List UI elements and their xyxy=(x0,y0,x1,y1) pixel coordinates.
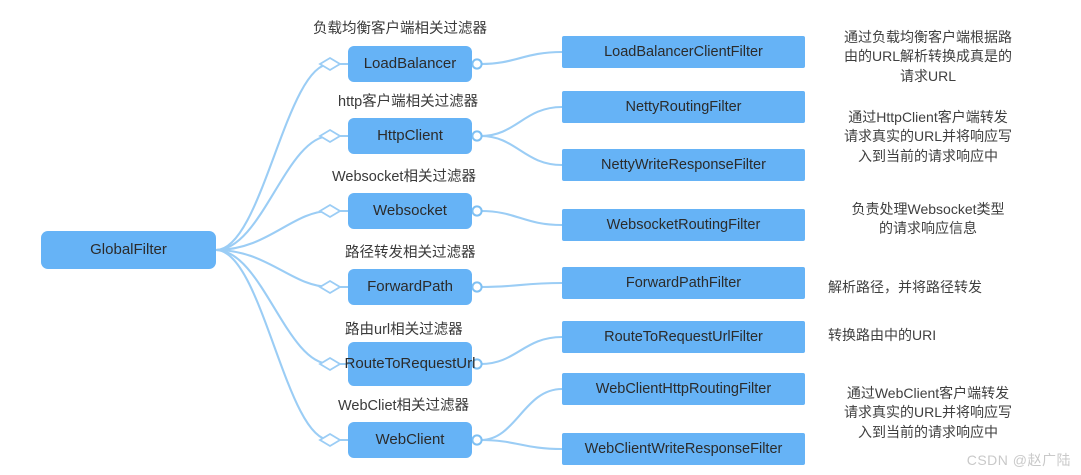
annotation-line: 转换路由中的URI xyxy=(828,327,937,343)
csdn-watermark: CSDN @赵广陆 xyxy=(966,452,1071,468)
annotation-webclient: 通过WebClient客户端转发 请求真实的URL并将响应写 入到当前的请求响应… xyxy=(828,384,1028,442)
branch-caption-loadbalancer: 负载均衡客户端相关过滤器 xyxy=(313,17,487,38)
annotation-line: 通过WebClient客户端转发 xyxy=(846,385,1010,401)
filter-node-forwardpathfilter[interactable]: ForwardPathFilter xyxy=(562,267,805,299)
branch-node-httpclient[interactable]: HttpClient xyxy=(348,118,472,154)
filter-node-label: NettyRoutingFilter xyxy=(625,98,742,115)
filter-node-label: WebClientWriteResponseFilter xyxy=(584,440,783,457)
annotation-line: 通过负载均衡客户端根据路 xyxy=(844,29,1012,45)
root-node-label: GlobalFilter xyxy=(90,241,167,259)
annotation-line: 入到当前的请求响应中 xyxy=(858,147,998,164)
filter-node-loadbalancerclientfilter[interactable]: LoadBalancerClientFilter xyxy=(562,36,805,68)
annotation-line: 请求URL xyxy=(899,67,956,84)
caption-text: 负载均衡客户端相关过滤器 xyxy=(313,21,487,37)
branch-caption-httpclient: http客户端相关过滤器 xyxy=(338,90,478,111)
filter-node-routetorequesturlfilter[interactable]: RouteToRequestUrlFilter xyxy=(562,321,805,353)
branch-node-webclient[interactable]: WebClient xyxy=(348,422,472,458)
filter-node-label: NettyWriteResponseFilter xyxy=(601,156,766,173)
annotation-httpclient: 通过HttpClient客户端转发 请求真实的URL并将响应写 入到当前的请求响… xyxy=(828,108,1028,166)
root-node-globalfilter[interactable]: GlobalFilter xyxy=(41,231,216,269)
branch-node-routetorequesturl[interactable]: RouteToRequestUrl xyxy=(345,342,475,386)
branch-node-label: HttpClient xyxy=(377,127,443,145)
filter-node-webclienthttproutingfilter[interactable]: WebClientHttpRoutingFilter xyxy=(562,373,805,405)
branch-caption-webclient: WebCliet相关过滤器 xyxy=(338,394,469,415)
filter-node-label: RouteToRequestUrlFilter xyxy=(604,328,763,345)
annotation-line: 负责处理Websocket类型 xyxy=(851,201,1005,217)
filter-node-webclientwriteresponsefilter[interactable]: WebClientWriteResponseFilter xyxy=(562,433,805,465)
caption-text: Websocket相关过滤器 xyxy=(332,169,476,185)
annotation-line: 请求真实的URL并将响应写 xyxy=(843,128,1012,145)
annotation-line: 请求真实的URL并将响应写 xyxy=(843,404,1012,421)
branch-caption-forwardpath: 路径转发相关过滤器 xyxy=(345,241,476,262)
branch-node-label: RouteToRequestUrl xyxy=(344,355,476,373)
filter-node-websocketroutingfilter[interactable]: WebsocketRoutingFilter xyxy=(562,209,805,241)
caption-text: WebCliet相关过滤器 xyxy=(338,398,470,414)
branch-caption-websocket: Websocket相关过滤器 xyxy=(332,165,476,186)
caption-text: http客户端相关过滤器 xyxy=(338,94,479,110)
annotation-forwardpath: 解析路径，并将路径转发 xyxy=(828,278,1028,297)
filter-node-label: WebClientHttpRoutingFilter xyxy=(595,380,772,397)
annotation-line: 的请求响应信息 xyxy=(879,220,977,237)
branch-node-loadbalancer[interactable]: LoadBalancer xyxy=(348,46,472,82)
caption-text: 路由url相关过滤器 xyxy=(345,322,463,338)
branch-node-label: LoadBalancer xyxy=(363,55,457,73)
branch-node-label: WebClient xyxy=(375,431,445,449)
annotation-line: 解析路径，并将路径转发 xyxy=(828,279,982,295)
branch-caption-routetorequesturl: 路由url相关过滤器 xyxy=(345,318,463,339)
filter-node-label: ForwardPathFilter xyxy=(625,274,742,291)
caption-text: 路径转发相关过滤器 xyxy=(345,245,476,261)
annotation-line: 通过HttpClient客户端转发 xyxy=(848,109,1008,125)
filter-node-label: LoadBalancerClientFilter xyxy=(604,43,763,60)
annotation-routetorequesturl: 转换路由中的URI xyxy=(828,326,1028,345)
filter-node-nettyroutingfilter[interactable]: NettyRoutingFilter xyxy=(562,91,805,123)
branch-node-websocket[interactable]: Websocket xyxy=(348,193,472,229)
branch-node-label: ForwardPath xyxy=(367,278,453,296)
annotation-websocket: 负责处理Websocket类型 的请求响应信息 xyxy=(828,200,1028,239)
branch-node-forwardpath[interactable]: ForwardPath xyxy=(348,269,472,305)
filter-node-label: WebsocketRoutingFilter xyxy=(606,216,761,233)
annotation-loadbalancer: 通过负载均衡客户端根据路 由的URL解析转换成真是的 请求URL xyxy=(828,28,1028,86)
annotation-line: 由的URL解析转换成真是的 xyxy=(843,48,1012,65)
branch-node-label: Websocket xyxy=(373,202,447,220)
annotation-line: 入到当前的请求响应中 xyxy=(858,423,998,440)
filter-node-nettywriteresponsefilter[interactable]: NettyWriteResponseFilter xyxy=(562,149,805,181)
